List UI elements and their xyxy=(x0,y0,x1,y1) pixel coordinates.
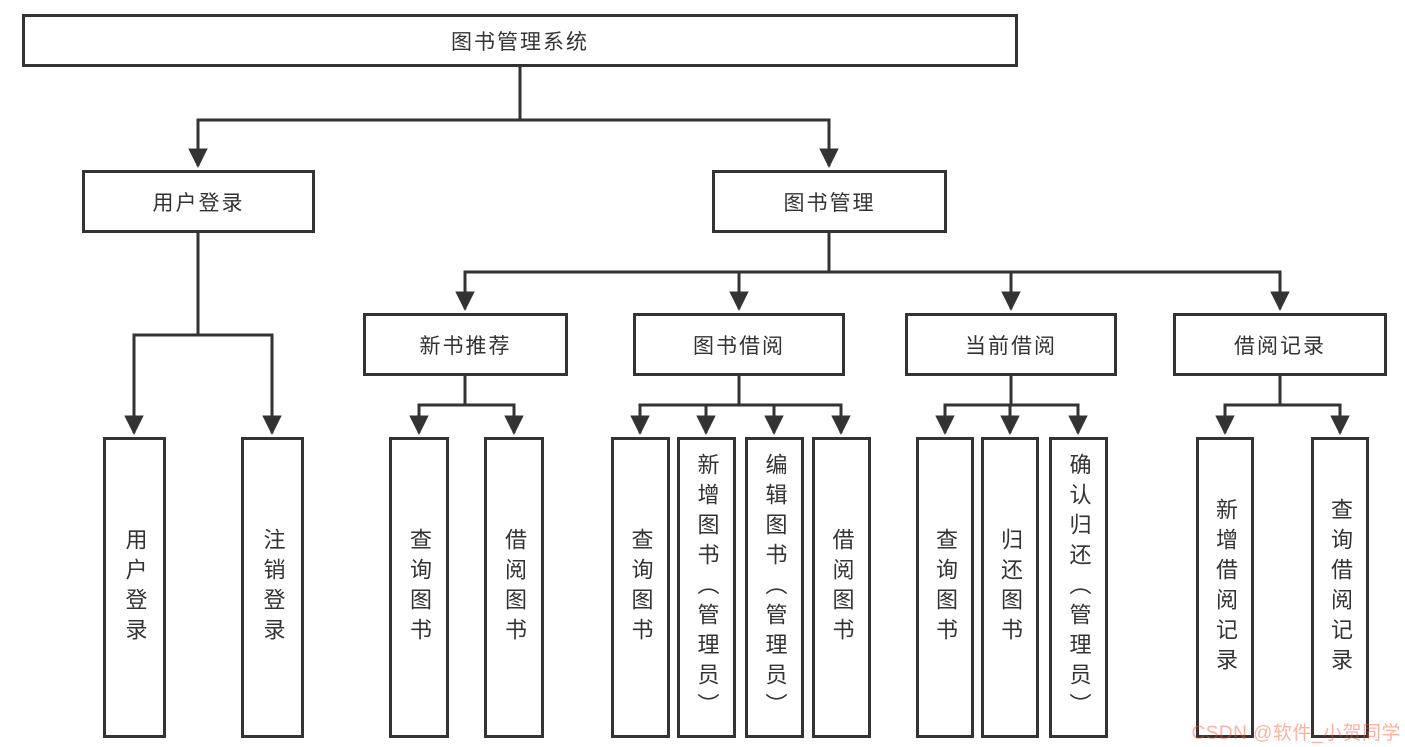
node-label: 图书管理系统 xyxy=(451,30,589,54)
node-label: 借阅记录 xyxy=(1234,334,1326,358)
node-label: 借阅图书 xyxy=(829,527,855,648)
node-logout: 注销登录 xyxy=(241,437,304,738)
node-label: 图书管理 xyxy=(783,191,876,215)
node-book-management-module: 图书管理 xyxy=(712,170,947,233)
node-user-login: 用户登录 xyxy=(103,437,166,738)
node-label: 注销登录 xyxy=(260,527,286,648)
node-label: 新增借阅记录 xyxy=(1213,497,1238,678)
node-label: 当前借阅 xyxy=(965,334,1057,358)
node-borrow-book: 借阅图书 xyxy=(812,437,871,738)
node-borrow-records: 借阅记录 xyxy=(1173,313,1387,376)
node-label: 查询图书 xyxy=(628,527,654,648)
node-query-books-borrow: 查询图书 xyxy=(611,437,670,738)
node-book-management-system: 图书管理系统 xyxy=(22,14,1018,67)
node-label: 归还图书 xyxy=(998,527,1023,648)
node-label: 查询图书 xyxy=(933,527,958,648)
node-label: 新书推荐 xyxy=(419,334,512,358)
node-label: 查询借阅记录 xyxy=(1328,497,1353,678)
node-label: 借阅图书 xyxy=(502,527,527,648)
node-label: 新增图书（管理员） xyxy=(694,452,720,723)
node-label: 图书借阅 xyxy=(693,334,785,358)
node-edit-book-admin: 编辑图书（管理员） xyxy=(745,437,804,738)
csdn-watermark: CSDN @软件_小贺同学 xyxy=(1191,723,1401,744)
node-user-login-module: 用户登录 xyxy=(82,170,315,233)
node-new-book-recommend: 新书推荐 xyxy=(363,313,568,376)
node-label: 查询图书 xyxy=(407,527,432,648)
node-query-books-current: 查询图书 xyxy=(916,437,974,738)
node-label: 用户登录 xyxy=(122,527,148,648)
node-label: 用户登录 xyxy=(152,191,245,215)
node-label: 编辑图书（管理员） xyxy=(762,452,788,723)
node-confirm-return-admin: 确认归还（管理员） xyxy=(1049,437,1108,738)
node-add-book-admin: 新增图书（管理员） xyxy=(677,437,736,738)
node-add-borrow-record: 新增借阅记录 xyxy=(1196,437,1254,738)
node-book-borrow: 图书借阅 xyxy=(633,313,845,376)
node-query-books-recommend: 查询图书 xyxy=(389,437,449,738)
node-return-book: 归还图书 xyxy=(981,437,1039,738)
node-current-borrow: 当前借阅 xyxy=(905,313,1117,376)
node-query-borrow-record: 查询借阅记录 xyxy=(1311,437,1369,738)
node-borrow-books-recommend: 借阅图书 xyxy=(484,437,544,738)
node-label: 确认归还（管理员） xyxy=(1066,452,1092,723)
